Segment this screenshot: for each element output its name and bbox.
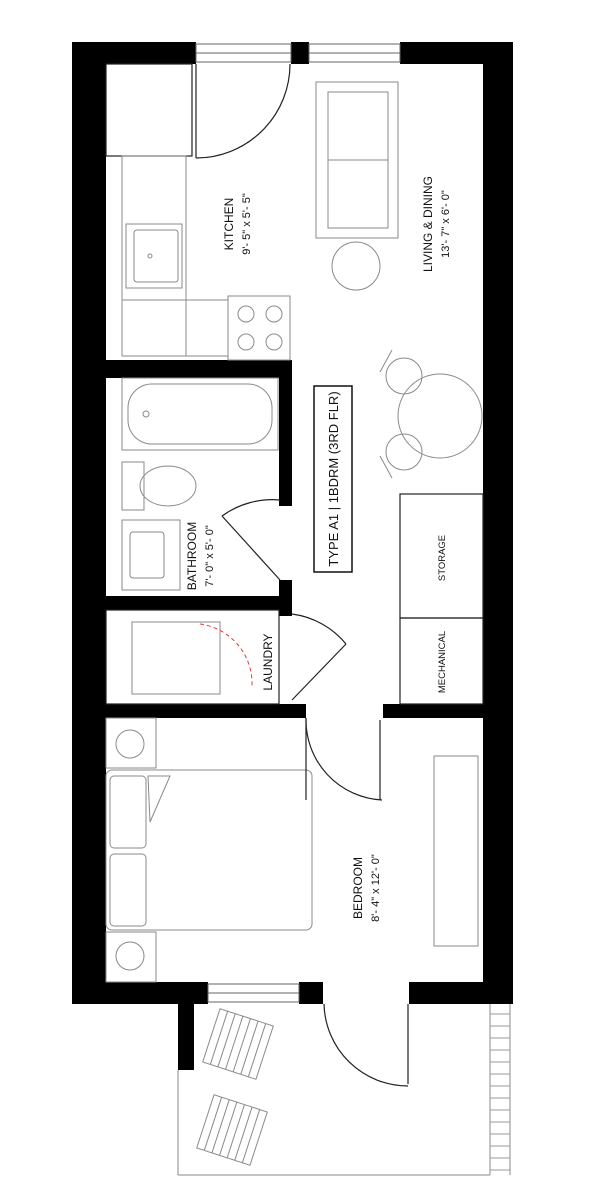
wall-top-mid xyxy=(291,42,309,64)
wall-laundry-jamb xyxy=(279,580,292,616)
kitchen-sink-basin xyxy=(133,229,179,283)
wall-top-left xyxy=(72,42,196,64)
wall-bottom-left xyxy=(72,982,208,1004)
bathroom-fixtures xyxy=(121,377,281,591)
bed xyxy=(105,769,313,931)
lounge-chair xyxy=(202,1008,274,1080)
room-labels: KITCHEN 9'- 5" x 5'- 5" LIVING & DINING … xyxy=(185,176,452,922)
bathtub-drain xyxy=(142,410,150,418)
laundry-door-swing xyxy=(199,623,253,687)
dining-table xyxy=(397,373,483,459)
sofa xyxy=(315,81,399,239)
lamp xyxy=(115,941,145,971)
duvet-fold xyxy=(147,775,171,823)
mechanical-closet xyxy=(399,617,484,705)
toilet-bowl xyxy=(139,465,197,507)
kitchen-dims: 9'- 5" x 5'- 5" xyxy=(241,193,253,255)
coffee-table xyxy=(331,241,381,291)
pillow xyxy=(109,775,147,849)
closets xyxy=(399,493,484,705)
wall-balcony xyxy=(178,1004,194,1070)
balcony xyxy=(177,1004,511,1176)
windows xyxy=(195,43,401,1003)
bathroom-door-leaf xyxy=(221,515,281,581)
kitchen-faucet xyxy=(147,253,153,259)
balcony-railing-pickets xyxy=(490,1013,510,1171)
wall-left xyxy=(72,42,106,1004)
laundry-door-swing-2 xyxy=(291,613,347,645)
laundry-fixtures xyxy=(105,609,347,705)
bathtub xyxy=(121,377,279,451)
unit-title: TYPE A1 | 1BDRM (3RD FLR) xyxy=(326,391,341,566)
living-label: LIVING & DINING xyxy=(421,176,435,272)
dining-chair xyxy=(385,357,423,395)
living-fixtures xyxy=(315,81,483,479)
lounge-chair xyxy=(196,1094,268,1166)
washer-dryer xyxy=(131,621,221,695)
bedroom-dims: 8'- 4" x 12'- 0" xyxy=(370,854,382,922)
bedroom-fixtures xyxy=(105,717,479,1087)
kitchen-label: KITCHEN xyxy=(222,198,236,251)
vanity-sink xyxy=(129,531,165,579)
walls xyxy=(72,42,513,1070)
laundry-closet xyxy=(105,609,280,705)
storage-label: STORAGE xyxy=(437,535,448,581)
dining-chair xyxy=(385,433,423,471)
nightstand xyxy=(105,931,157,983)
bedroom-label: BEDROOM xyxy=(351,857,365,919)
kitchen-cabinet xyxy=(121,299,187,357)
wall-bathroom-bottom xyxy=(106,596,292,610)
bathroom-door-swing xyxy=(221,499,281,517)
toilet-tank xyxy=(121,461,145,511)
vanity xyxy=(121,519,181,591)
chair-back xyxy=(379,455,393,479)
wall-bathroom-right xyxy=(279,360,292,506)
lamp xyxy=(115,729,145,759)
bathroom-dims: 7'- 0" x 5'- 0" xyxy=(204,525,216,587)
wall-bedroom-top-right xyxy=(383,704,513,718)
pillow xyxy=(109,853,147,927)
kitchen-counter xyxy=(121,155,187,357)
wall-right xyxy=(483,42,513,1004)
entry-door-swing xyxy=(195,63,291,159)
wall-bottom-right xyxy=(409,982,513,1004)
laundry-door-leaf xyxy=(291,643,347,701)
burner xyxy=(237,333,255,351)
bathtub-basin xyxy=(127,383,273,445)
kitchen-fixtures xyxy=(105,63,291,361)
laundry-label: LAUNDRY xyxy=(261,633,275,690)
dresser xyxy=(433,755,479,947)
kitchen-cabinet-2 xyxy=(185,299,229,357)
kitchen-sink xyxy=(125,223,183,289)
chair-back xyxy=(379,349,393,373)
mechanical-label: MECHANICAL xyxy=(437,631,448,693)
bedroom-door-swing xyxy=(305,717,383,801)
burner xyxy=(265,305,283,323)
living-dims: 13'- 7" x 6'- 0" xyxy=(440,190,452,258)
nightstand xyxy=(105,717,157,769)
unit-title-box: TYPE A1 | 1BDRM (3RD FLR) xyxy=(313,385,353,573)
wall-bedroom-top-left xyxy=(106,704,306,718)
fridge xyxy=(105,63,193,157)
bathroom-label: BATHROOM xyxy=(185,522,199,590)
stove xyxy=(227,295,291,361)
wall-top-right xyxy=(400,42,513,64)
wall-bathroom-top xyxy=(106,360,292,378)
unit-title-frame xyxy=(313,385,353,573)
burner xyxy=(237,305,255,323)
wall-bottom-mid xyxy=(299,982,323,1004)
balcony-door-swing xyxy=(323,1003,409,1087)
burner xyxy=(265,333,283,351)
